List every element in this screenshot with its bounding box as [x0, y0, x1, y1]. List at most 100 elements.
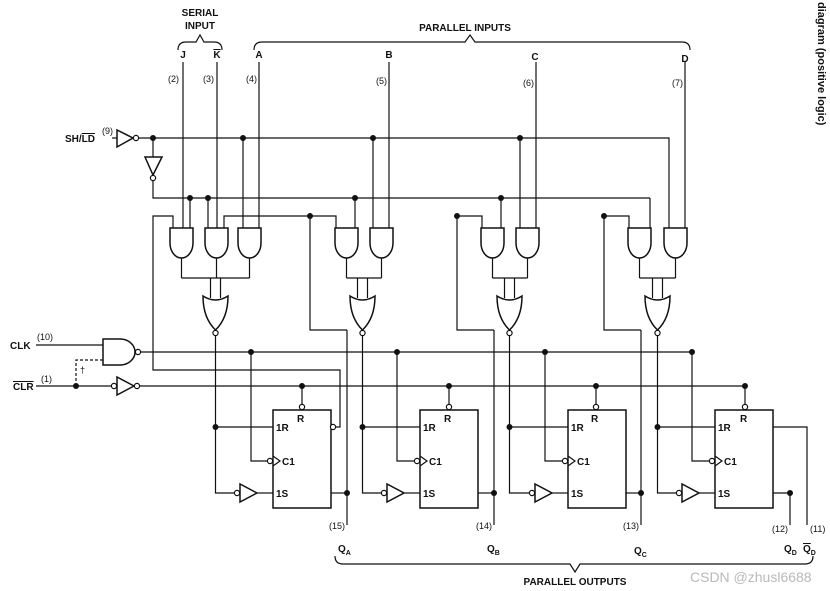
ff-1r-label: 1R [276, 423, 290, 434]
ff-reset-label: R [740, 414, 748, 425]
input-j-label: J [180, 50, 186, 61]
output-qb-label: QB [487, 544, 500, 557]
clk-label: CLK [10, 341, 31, 352]
flip-flop [714, 409, 774, 509]
junction-dot [73, 383, 79, 389]
nor-gate [644, 294, 671, 332]
inversion-bubble [654, 329, 661, 337]
pin-d: (7) [672, 78, 683, 88]
inversion-bubble [132, 134, 140, 142]
qd-bar-output [773, 426, 808, 525]
junction-dot [601, 213, 607, 219]
inversion-bubble [298, 403, 306, 411]
wire [223, 215, 310, 228]
ff-reset-label: R [444, 414, 452, 425]
inversion-bubble [134, 348, 142, 356]
and-gate [627, 227, 652, 259]
qa-bar-feedback [152, 215, 341, 428]
clock-edge-icon [419, 455, 429, 467]
watermark: CSDN @zhusl6688 [690, 569, 812, 585]
load-line [152, 181, 650, 199]
clk-pin: (10) [37, 332, 53, 342]
ff-1r-label: 1R [718, 423, 732, 434]
input-b-label: B [385, 50, 392, 61]
wire [396, 352, 414, 462]
ff-1s-label: 1S [276, 489, 289, 500]
output-qd-bar-label: QD [803, 544, 816, 557]
ff-1r-label: 1R [571, 423, 585, 434]
clk-nand-gate [102, 338, 136, 366]
clr-pin: (1) [41, 374, 52, 384]
serial-input-brace [177, 33, 223, 51]
nor-output [214, 336, 235, 494]
inversion-bubble [380, 489, 388, 497]
inversion-bubble [359, 329, 366, 337]
flip-flop [567, 409, 627, 509]
parallel-outputs-brace [334, 555, 814, 574]
side-caption: diagram (positive logic) [815, 2, 827, 126]
ff-c1-label: C1 [429, 457, 442, 468]
pin-j: (2) [168, 74, 179, 84]
pin-a: (4) [246, 74, 257, 84]
ff-c1-label: C1 [724, 457, 737, 468]
buffer-inverter [239, 482, 259, 504]
inversion-bubble [528, 489, 536, 497]
inversion-bubble [506, 329, 513, 337]
ff-reset-label: R [591, 414, 599, 425]
inversion-bubble [110, 382, 118, 390]
inversion-bubble [212, 329, 219, 337]
labels: SERIAL INPUT J K (2) (3) PARALLEL INPUTS… [10, 2, 827, 588]
clr-bar-label: CLR [13, 382, 34, 393]
input-k-bar-label: K [213, 50, 221, 61]
load-inverter [143, 156, 164, 177]
input-a-label: A [255, 50, 262, 61]
wire [691, 352, 709, 462]
nor-gate [349, 294, 376, 332]
ff-1s-label: 1S [718, 489, 731, 500]
inversion-bubble [561, 457, 569, 465]
wires [36, 33, 814, 574]
and-gate [237, 227, 262, 259]
dagger-note: † [80, 365, 85, 375]
clr-dashed-link [75, 359, 103, 386]
pin-qb: (14) [476, 521, 492, 531]
and-gate [515, 227, 540, 259]
junction-dot [454, 213, 460, 219]
buffer-inverter [534, 482, 554, 504]
pin-qd: (12) [772, 524, 788, 534]
output-qa-label: QA [338, 544, 351, 557]
serial-input-label-2: INPUT [185, 21, 215, 32]
nor-gate [496, 294, 523, 332]
shld-label: SH/LD [65, 134, 95, 145]
output-qd-label: QD [784, 544, 797, 557]
shld-inverter [116, 128, 135, 149]
clr-inverter [116, 375, 136, 397]
pin-c: (6) [523, 78, 534, 88]
inversion-bubble [329, 423, 337, 431]
shift-load-line [139, 137, 670, 228]
nor-output [656, 336, 677, 494]
clock-edge-icon [272, 455, 282, 467]
and-gate [480, 227, 505, 259]
inversion-bubble [592, 403, 600, 411]
ff-c1-label: C1 [282, 457, 295, 468]
ff-c1-label: C1 [577, 457, 590, 468]
and-gate [663, 227, 688, 259]
inversion-bubble [266, 457, 274, 465]
inversion-bubble [445, 403, 453, 411]
nor-gate [202, 294, 229, 332]
wire [250, 352, 267, 462]
buffer-inverter [681, 482, 701, 504]
inversion-bubble [413, 457, 421, 465]
and-gate [169, 227, 194, 259]
output-qc-label: QC [634, 546, 647, 559]
parallel-inputs-brace [253, 33, 691, 51]
ff-reset-label: R [297, 414, 305, 425]
inversion-bubble [708, 457, 716, 465]
ff-1s-label: 1S [571, 489, 584, 500]
buffer-inverter [386, 482, 406, 504]
wire [544, 352, 562, 462]
inversion-bubble [149, 174, 157, 182]
